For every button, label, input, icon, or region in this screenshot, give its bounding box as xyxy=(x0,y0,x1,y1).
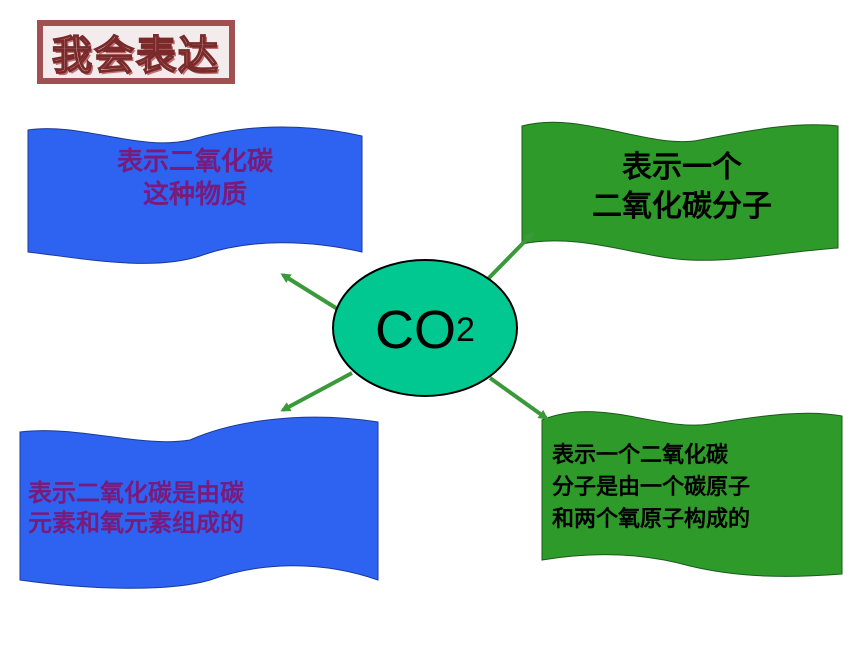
formula-subscript: 2 xyxy=(456,310,475,349)
label-bottom-right: 表示一个二氧化碳 分子是由一个碳原子 和两个氧原子构成的 xyxy=(552,440,837,536)
label-line: 分子是由一个碳原子 xyxy=(552,474,751,500)
label-line: 和两个氧原子构成的 xyxy=(552,506,751,532)
label-line: 元素和氧元素组成的 xyxy=(28,509,244,537)
arrow-to-bottom-right xyxy=(488,376,549,420)
banner-bottom-left xyxy=(19,416,379,589)
title: 我会表达 xyxy=(51,32,220,80)
label-top-right: 表示一个 二氧化碳分子 xyxy=(552,148,812,226)
label-line: 表示二氧化碳 xyxy=(116,147,273,177)
label-line: 表示一个 xyxy=(622,150,742,185)
label-top-left: 表示二氧化碳 这种物质 xyxy=(80,146,310,211)
label-line: 表示二氧化碳是由碳 xyxy=(28,479,244,507)
center-ellipse xyxy=(332,259,518,397)
label-line: 这种物质 xyxy=(142,179,247,210)
banner-bottom-right xyxy=(541,411,843,577)
title-inner: 我会表达 xyxy=(43,26,229,80)
label-line: 表示一个二氧化碳 xyxy=(552,443,729,468)
formula-text: CO xyxy=(375,300,457,360)
banner-top-left xyxy=(27,126,363,264)
arrow-to-top-right xyxy=(480,231,535,287)
banner-top-right xyxy=(521,121,839,261)
label-bottom-left: 表示二氧化碳是由碳 元素和氧元素组成的 xyxy=(28,478,368,538)
title-box: 我会表达 xyxy=(37,20,235,84)
label-line: 二氧化碳分子 xyxy=(592,189,772,224)
arrow-to-bottom-left xyxy=(280,371,353,412)
